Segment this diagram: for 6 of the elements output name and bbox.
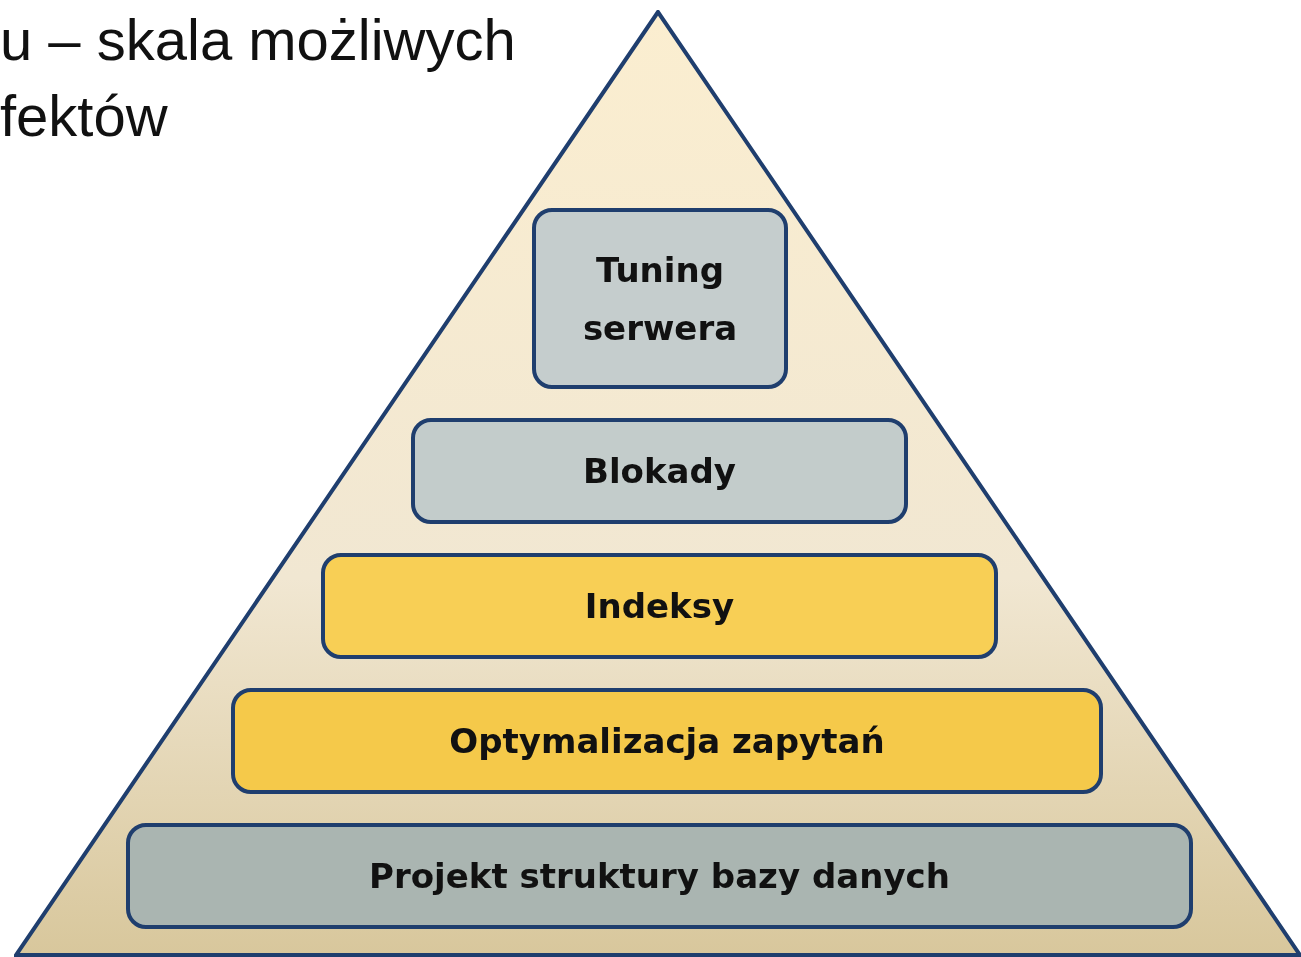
pyramid-level: Tuning serwera [532, 208, 788, 389]
pyramid-level: Projekt struktury bazy danych [126, 823, 1193, 929]
pyramid-level: Optymalizacja zapytań [231, 688, 1103, 794]
pyramid-level: Indeksy [321, 553, 998, 659]
pyramid-level: Blokady [411, 418, 908, 524]
heading-text: u – skala możliwych fektów [0, 6, 517, 150]
